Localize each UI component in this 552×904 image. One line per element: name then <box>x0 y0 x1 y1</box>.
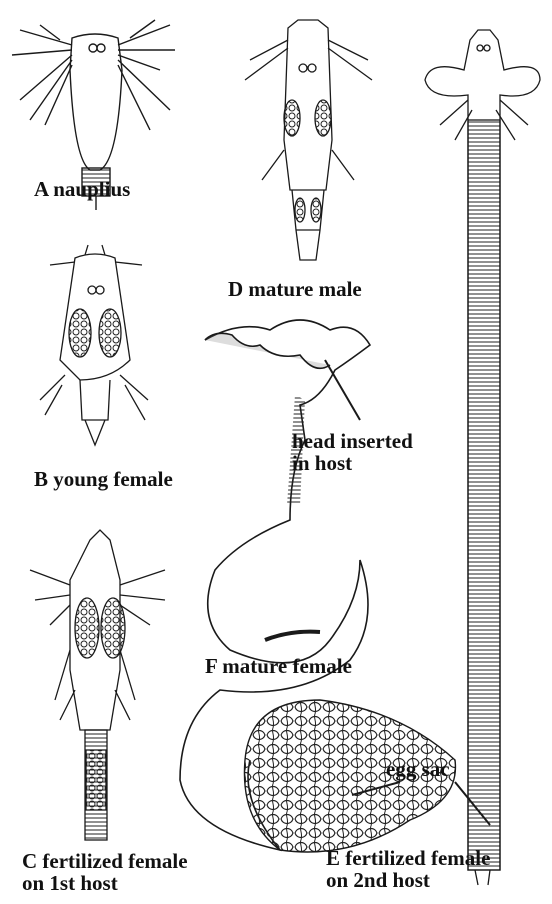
young-female-drawing <box>40 245 148 445</box>
label-nauplius: A nauplius <box>34 178 130 200</box>
label-fertilized-female-1st-host: C fertilized female on 1st host <box>22 850 188 894</box>
mature-male-drawing <box>245 20 372 260</box>
fertilized-female-1st-host-drawing <box>30 530 165 840</box>
label-young-female: B young female <box>34 468 173 490</box>
label-mature-male: D mature male <box>228 278 362 300</box>
label-head-inserted: head inserted in host <box>292 430 413 474</box>
head-pointer-line <box>325 360 360 420</box>
label-fertilized-female-2nd-host: E fertilized female on 2nd host <box>326 847 490 891</box>
label-c-line2: on 1st host <box>22 872 188 894</box>
label-egg-sac: egg sac <box>386 758 450 780</box>
label-mature-female: F mature female <box>205 655 352 677</box>
label-e-line1: E fertilized female <box>326 847 490 869</box>
head-annotation-line1: head inserted <box>292 430 413 452</box>
head-annotation-line2: in host <box>292 452 413 474</box>
label-e-line2: on 2nd host <box>326 869 490 891</box>
label-c-line1: C fertilized female <box>22 850 188 872</box>
